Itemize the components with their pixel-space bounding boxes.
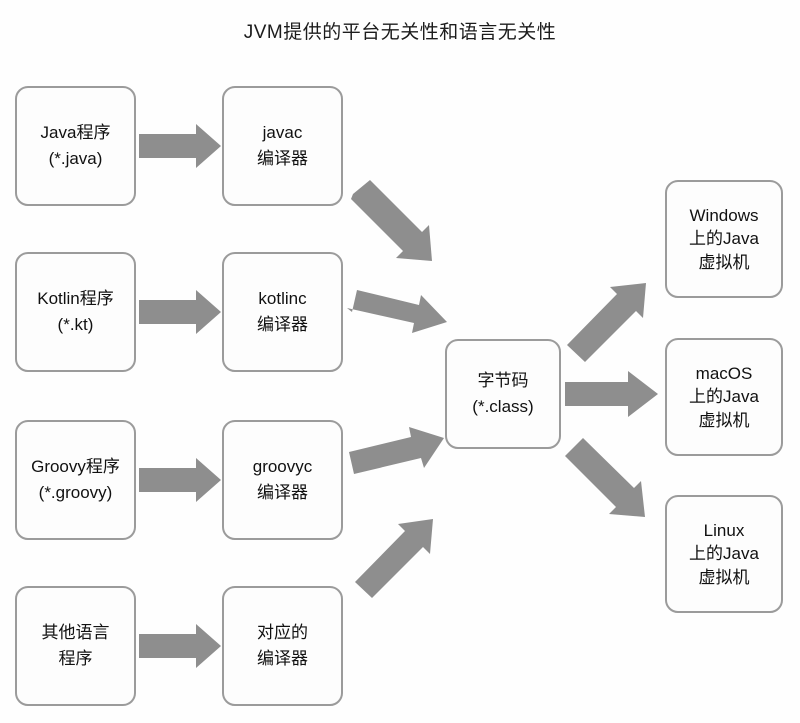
node-label-line1: macOS — [695, 363, 753, 383]
node-label-line1: javac — [262, 123, 303, 143]
node-vm-linux[interactable]: Linux 上的Java 虚拟机 — [665, 495, 783, 613]
node-label-line2: 上的Java — [689, 387, 759, 407]
node-label-line2: (*.groovy) — [38, 483, 113, 502]
arrow-source-to-compiler-2 — [139, 290, 221, 334]
arrow-compiler-to-bytecode-3 — [349, 427, 444, 474]
node-compiler-other[interactable]: 对应的 编译器 — [222, 586, 343, 706]
arrow-source-to-compiler-4 — [139, 624, 221, 668]
node-label-line1: Windows — [689, 205, 759, 225]
node-compiler-javac[interactable]: javac 编译器 — [222, 86, 343, 206]
arrow-bytecode-to-vm-1 — [567, 283, 646, 362]
node-label-line1: Java程序 — [40, 123, 111, 143]
node-label-line1: groovyc — [252, 457, 313, 477]
node-label-line2: (*.java) — [48, 149, 103, 168]
node-label-line2: 编译器 — [257, 649, 308, 668]
arrow-compiler-to-bytecode-2 — [347, 290, 447, 333]
node-label-line3: 虚拟机 — [698, 252, 750, 272]
node-compiler-groovyc[interactable]: groovyc 编译器 — [222, 420, 343, 540]
node-label-line1: 对应的 — [257, 623, 308, 643]
arrow-source-to-compiler-1 — [139, 124, 221, 168]
diagram-title: JVM提供的平台无关性和语言无关性 — [243, 22, 557, 43]
node-label-line2: 编译器 — [257, 149, 308, 168]
node-bytecode[interactable]: 字节码 (*.class) — [445, 339, 561, 449]
node-source-java[interactable]: Java程序 (*.java) — [15, 86, 136, 206]
arrow-bytecode-to-vm-3 — [565, 438, 645, 517]
arrow-source-to-compiler-3 — [139, 458, 221, 502]
node-label-line1: 字节码 — [477, 371, 529, 391]
node-compiler-kotlinc[interactable]: kotlinc 编译器 — [222, 252, 343, 372]
node-label-line1: 其他语言 — [41, 623, 110, 643]
node-label-line2: 编译器 — [257, 483, 308, 502]
arrow-compiler-to-bytecode-1 — [351, 180, 432, 261]
node-vm-windows[interactable]: Windows 上的Java 虚拟机 — [665, 180, 783, 298]
node-label-line2: 编译器 — [257, 315, 308, 334]
node-label-line1: Groovy程序 — [31, 457, 120, 477]
node-vm-macos[interactable]: macOS 上的Java 虚拟机 — [665, 338, 783, 456]
node-label-line1: Kotlin程序 — [37, 289, 114, 309]
arrow-bytecode-to-vm-2 — [565, 371, 658, 417]
node-source-kotlin[interactable]: Kotlin程序 (*.kt) — [15, 252, 136, 372]
node-source-groovy[interactable]: Groovy程序 (*.groovy) — [15, 420, 136, 540]
node-label-line3: 虚拟机 — [698, 410, 750, 430]
node-label-line2: 程序 — [58, 649, 93, 668]
node-label-line2: 上的Java — [689, 544, 759, 564]
arrow-compiler-to-bytecode-4 — [355, 519, 433, 598]
node-label-line3: 虚拟机 — [698, 567, 750, 587]
node-label-line1: kotlinc — [258, 289, 307, 309]
node-source-other[interactable]: 其他语言 程序 — [15, 586, 136, 706]
node-label-line2: 上的Java — [689, 229, 759, 249]
node-label-line1: Linux — [703, 520, 745, 540]
node-label-line2: (*.class) — [472, 397, 534, 416]
node-label-line2: (*.kt) — [57, 315, 94, 334]
